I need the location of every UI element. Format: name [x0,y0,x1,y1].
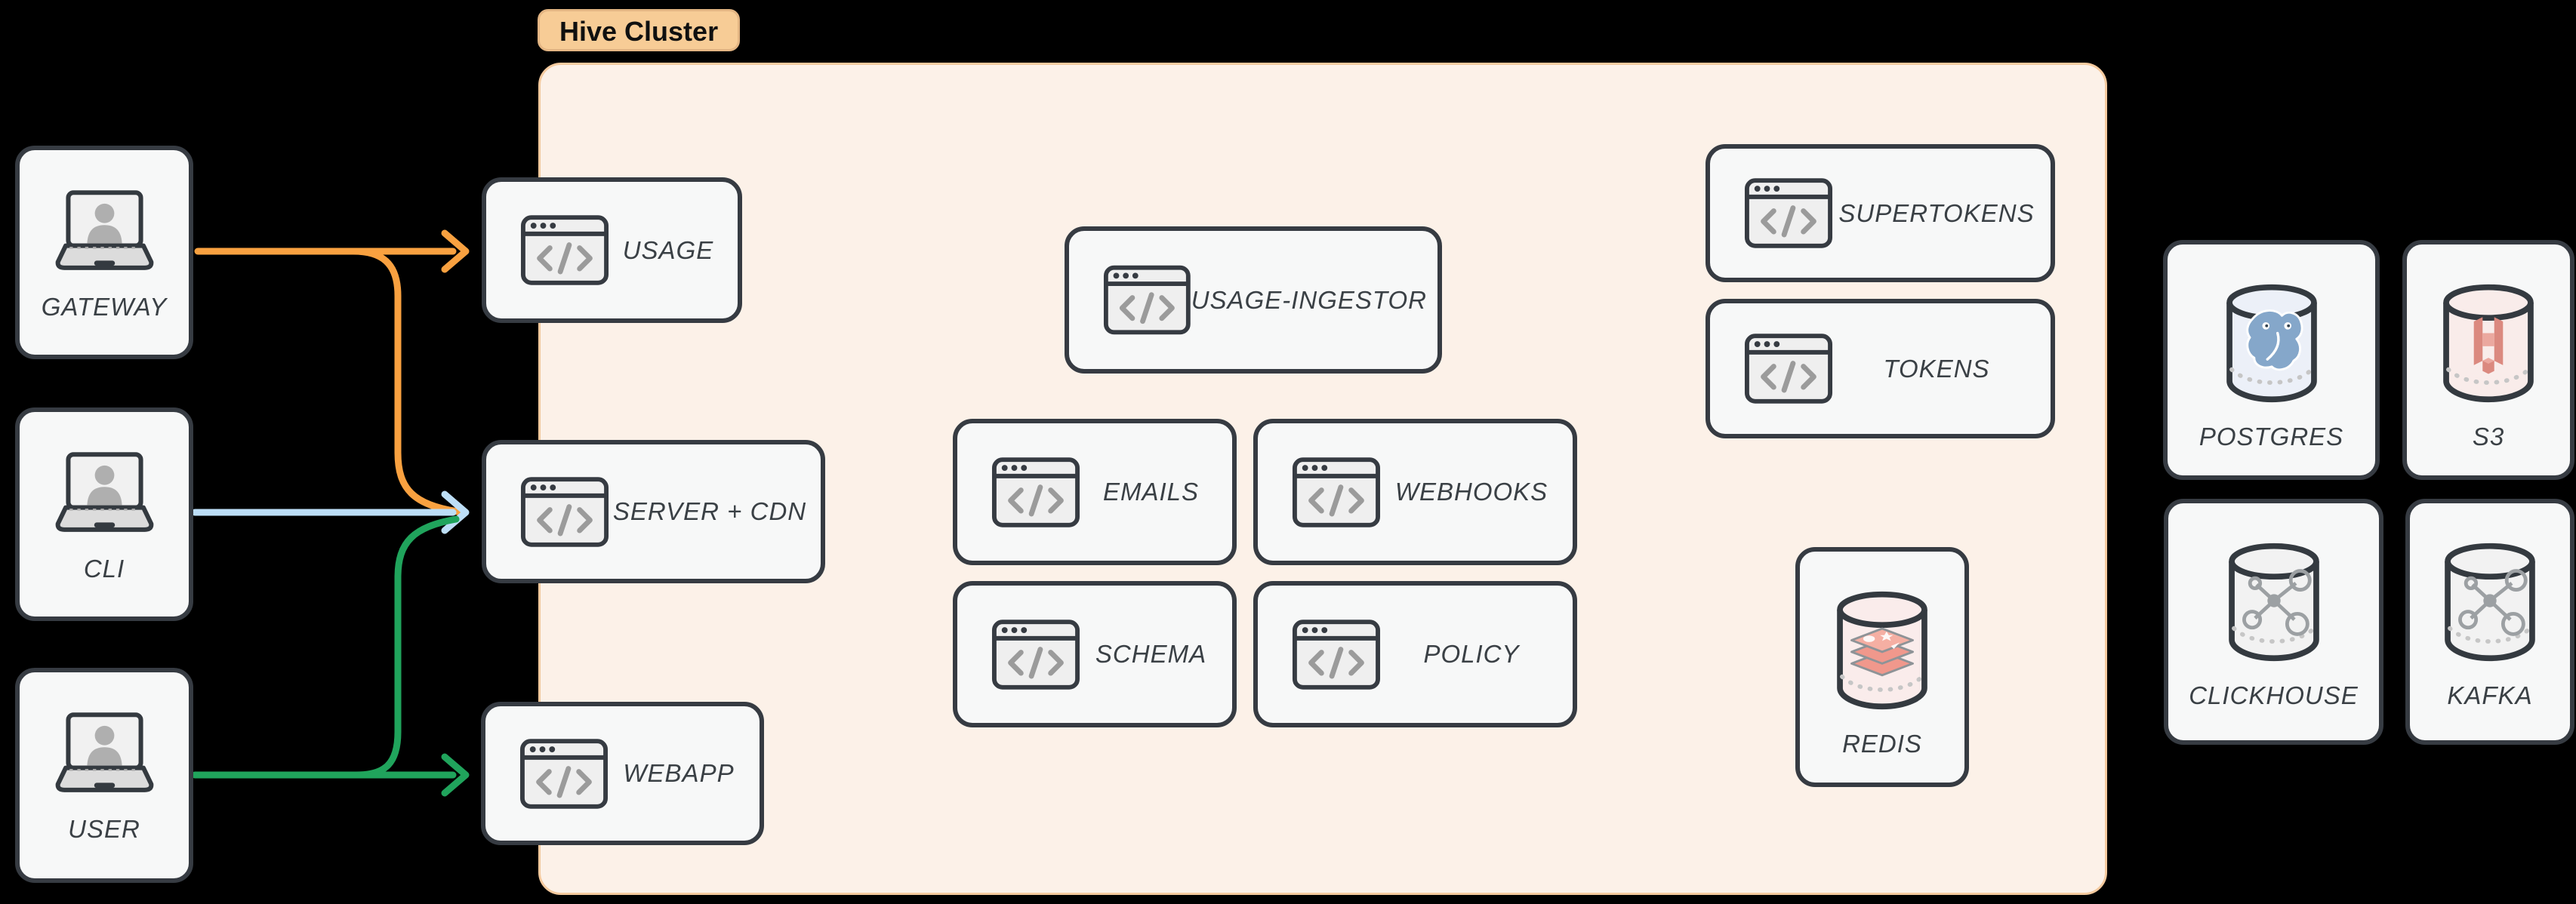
service-label: EMAILS [1102,478,1200,506]
service-label: USAGE [622,235,714,264]
code-window-icon [991,457,1080,528]
clickhouse-db-icon [2221,540,2327,663]
datastore-label: REDIS [1842,730,1922,758]
client-user: USER [15,668,193,883]
arrow-user-to-webapp-head [441,753,470,797]
client-label: CLI [83,555,125,583]
arrow-user-to-server-branch [353,515,460,779]
datastore-label: KAFKA [2447,681,2533,709]
arrow-gateway-to-server-branch [350,248,461,515]
service-policy: POLICY [1253,581,1577,727]
datastore-label: CLICKHOUSE [2189,681,2359,709]
datastore-s3: S3 [2402,240,2574,480]
client-label: GATEWAY [41,293,168,321]
service-label: SUPERTOKENS [1838,198,2035,227]
service-label: WEBAPP [623,759,735,787]
hive-cluster-badge: Hive Cluster [538,9,741,51]
service-label: WEBHOOKS [1394,478,1548,506]
laptop-user-icon [46,712,163,794]
datastore-redis: REDIS [1795,547,1969,787]
s3-db-icon [2436,281,2541,404]
client-cli: CLI [15,407,193,621]
redis-db-icon [1829,588,1935,712]
client-label: USER [68,815,140,843]
service-label: POLICY [1423,640,1520,668]
laptop-user-icon [46,451,163,533]
service-schema: SCHEMA [953,581,1237,727]
arrow-gateway-to-usage-head [441,229,470,273]
service-server-cdn: SERVER + CDN [482,440,825,583]
code-window-icon [1103,264,1191,336]
code-window-icon [520,476,609,548]
service-usage: USAGE [482,177,742,323]
code-window-icon [1744,177,1833,249]
datastore-label: S3 [2472,423,2505,450]
datastore-postgres: POSTGRES [2163,240,2380,480]
code-window-icon [1744,333,1833,404]
service-emails: EMAILS [953,419,1237,565]
kafka-db-icon [2437,540,2543,663]
service-label: SERVER + CDN [612,497,807,525]
code-window-icon [1292,619,1381,690]
service-label: TOKENS [1883,354,1990,383]
service-tokens: TOKENS [1706,299,2055,438]
code-window-icon [520,214,609,286]
service-webhooks: WEBHOOKS [1253,419,1577,565]
service-usage-ingestor: USAGE-INGESTOR [1065,226,1442,374]
client-gateway: GATEWAY [15,146,193,359]
service-webapp: WEBAPP [481,702,764,845]
code-window-icon [519,738,609,810]
postgres-db-icon [2219,281,2325,404]
arrow-cli-to-server-head [441,490,470,534]
datastore-clickhouse: CLICKHOUSE [2164,499,2383,745]
service-supertokens: SUPERTOKENS [1706,144,2055,282]
code-window-icon [1292,457,1381,528]
laptop-user-icon [46,189,163,272]
datastore-kafka: KAFKA [2405,499,2574,745]
service-label: SCHEMA [1095,640,1207,668]
code-window-icon [991,619,1080,690]
datastore-label: POSTGRES [2199,423,2344,450]
service-label: USAGE-INGESTOR [1191,285,1427,314]
